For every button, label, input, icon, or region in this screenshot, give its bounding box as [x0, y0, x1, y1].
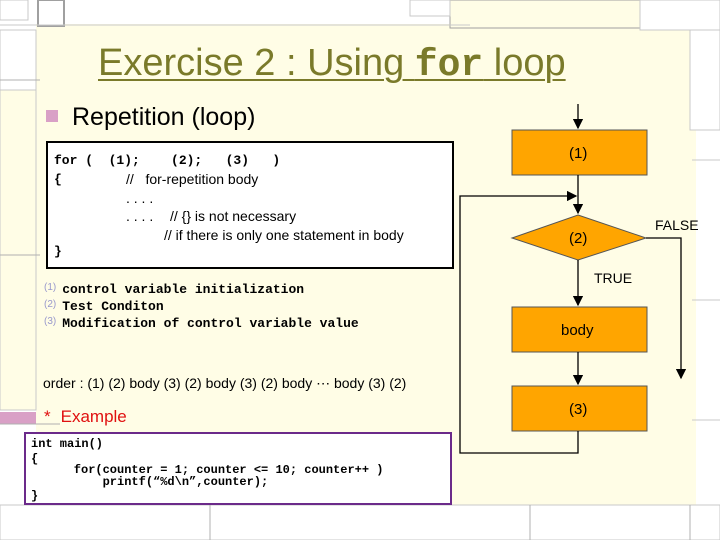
- flow-box-body-label: body: [561, 322, 594, 339]
- flow-decision-label: (2): [569, 230, 588, 247]
- bullet-square-icon: [46, 110, 58, 122]
- example-line-3: for(counter = 1; counter <= 10; counter+…: [45, 463, 384, 477]
- flow-box-body: [511, 306, 648, 353]
- title-suffix: loop: [483, 42, 566, 84]
- code-line-for: for ( (1); (2); (3) ): [54, 153, 281, 168]
- code-comment-single: // if there is only one statement in bod…: [164, 227, 404, 243]
- flow-false-label: FALSE: [655, 217, 699, 233]
- title-keyword: for: [414, 44, 484, 87]
- flow-true-label: TRUE: [594, 270, 633, 286]
- code-comment-braces: // {} is not necessary: [170, 208, 297, 224]
- example-line-5: }: [31, 489, 39, 503]
- star-icon: *: [44, 407, 51, 426]
- bullet-heading: Repetition (loop): [72, 103, 256, 131]
- code-comment-body: // for-repetition body: [126, 171, 259, 187]
- example-line-1: int main(): [31, 437, 104, 451]
- example-line-4: printf(“%d\n”,counter);: [45, 475, 269, 489]
- example-line-2: {: [31, 452, 39, 466]
- slide-title: Exercise 2 : Using for loop: [98, 42, 566, 87]
- syntax-code-box: for ( (1); (2); (3) ) { // for-repetitio…: [46, 141, 454, 269]
- code-close-brace: }: [54, 244, 62, 259]
- flow-arrow-loop-back: [459, 190, 579, 454]
- flow-box-update-label: (3): [569, 401, 588, 418]
- note-item-1: (1)control variable initialization: [44, 282, 305, 297]
- code-open-brace: {: [54, 172, 62, 187]
- title-prefix: Exercise 2 : Using: [98, 42, 415, 84]
- flow-box-update: [511, 385, 648, 432]
- flow-arrow-false: [646, 237, 687, 380]
- flow-box-init: [511, 129, 648, 176]
- flow-box-init-label: (1): [569, 145, 588, 162]
- example-code-box: int main() { for(counter = 1; counter <=…: [24, 432, 452, 505]
- code-dots-1: . . . .: [126, 190, 154, 206]
- execution-order: order : (1) (2) body (3) (2) body (3) (2…: [43, 375, 407, 391]
- note-item-2: (2)Test Conditon: [44, 299, 164, 314]
- note-item-3: (3)Modification of control variable valu…: [44, 316, 359, 331]
- example-label: Example: [60, 407, 127, 426]
- example-heading: * Example: [44, 407, 127, 427]
- code-dots-2: . . . .: [126, 208, 154, 224]
